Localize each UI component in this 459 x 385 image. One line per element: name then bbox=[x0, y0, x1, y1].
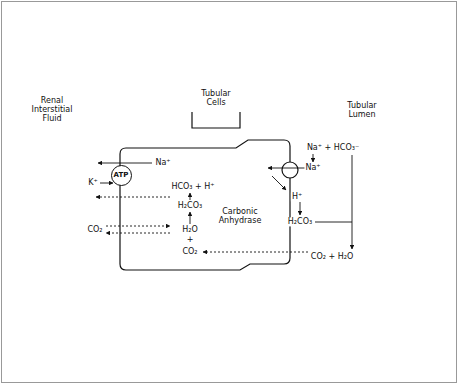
chem-label: Tubular Cells bbox=[193, 89, 239, 107]
chem-label: H₂CO₃ bbox=[287, 217, 313, 226]
chem-label: Carbonic Anhydrase bbox=[216, 207, 264, 225]
chem-label: CO₂ + H₂O bbox=[310, 252, 354, 261]
upper-cell-wall bbox=[192, 112, 240, 128]
chem-label: H⁺ bbox=[291, 192, 303, 201]
pump-label: ATP bbox=[114, 171, 129, 179]
chem-label: H₂CO₃ bbox=[177, 201, 203, 210]
chem-label: + bbox=[186, 235, 195, 244]
antiporter-symbol bbox=[282, 162, 298, 178]
chem-label: CO₂ bbox=[181, 247, 198, 256]
arrows bbox=[96, 154, 352, 252]
chem-label: HCO₃ + H⁺ bbox=[170, 182, 215, 191]
tubular-cell-outline bbox=[120, 140, 290, 270]
chem-label: Na⁺ + HCO₃⁻ bbox=[306, 143, 360, 152]
chem-label: Renal Interstitial Fluid bbox=[25, 96, 79, 124]
chem-label: Tubular Lumen bbox=[341, 101, 383, 119]
chem-label: Na⁺ bbox=[154, 158, 171, 167]
pump-circle: ATP bbox=[111, 165, 132, 186]
chem-label: Na⁺ bbox=[304, 163, 321, 172]
chem-label: CO₂ bbox=[86, 225, 103, 234]
chem-label: H₂O bbox=[181, 225, 199, 234]
chem-label: K⁺ bbox=[87, 178, 98, 187]
